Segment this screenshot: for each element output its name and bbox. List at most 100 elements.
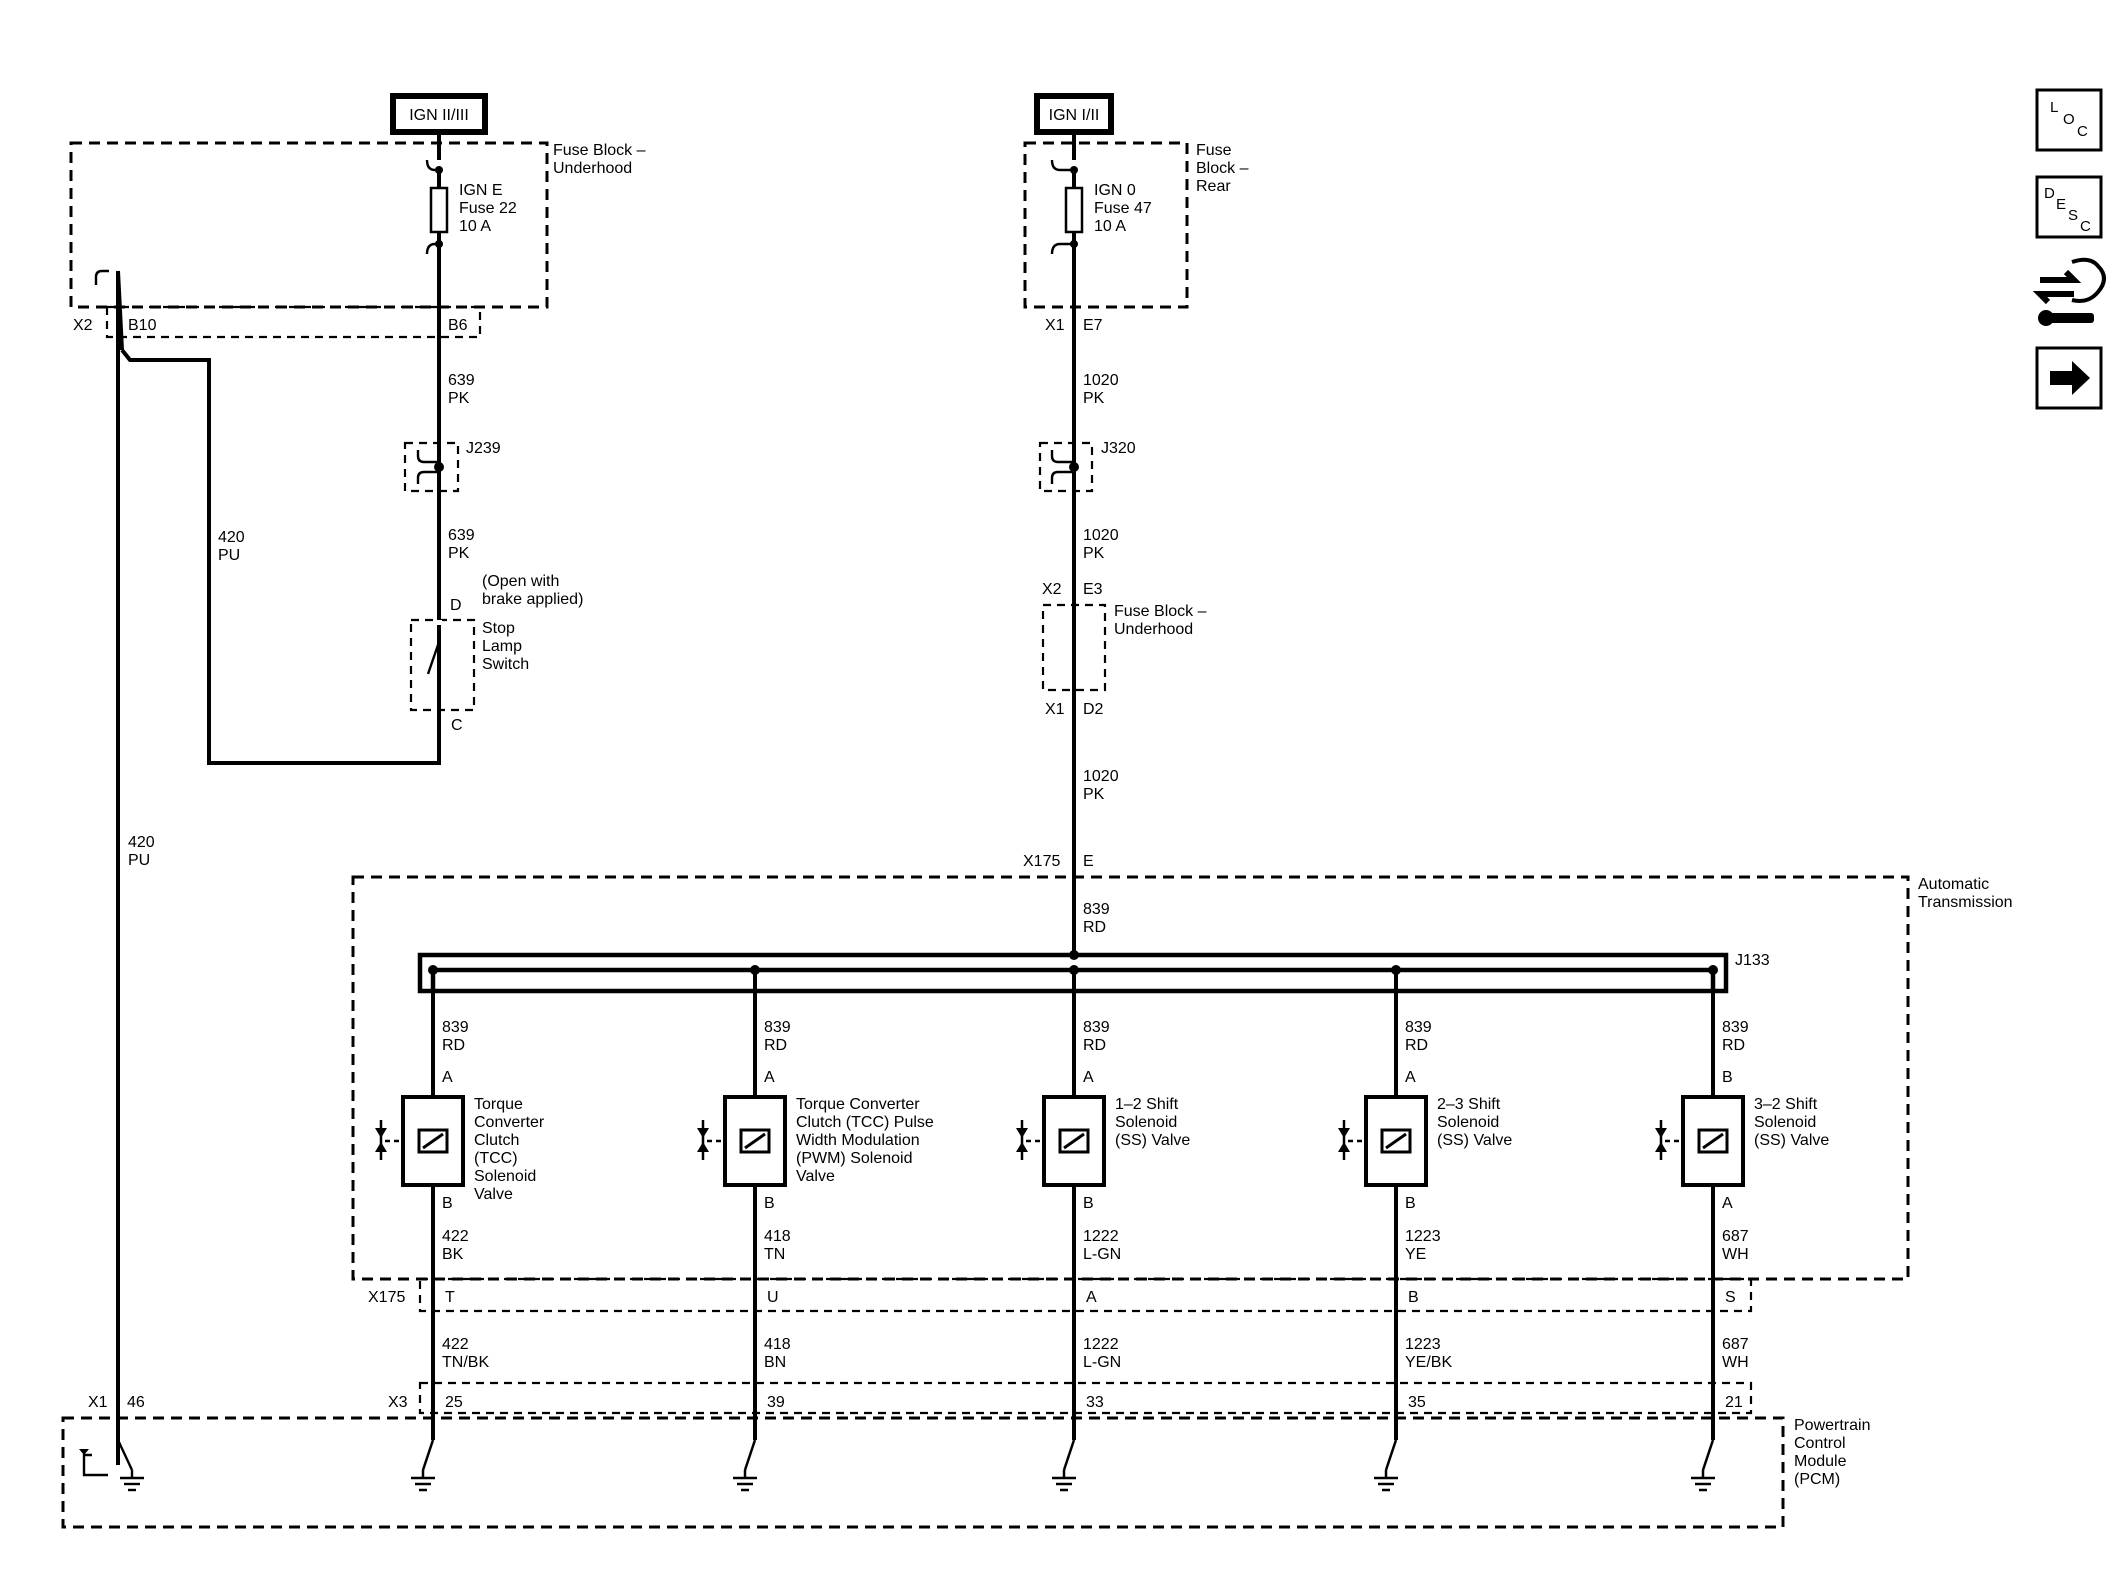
automatic-transmission-boundary [351, 875, 1910, 1281]
svg-text:C: C [2077, 123, 2088, 140]
ground-symbol [1052, 1439, 1076, 1492]
x175-pin-label: S [1725, 1289, 1736, 1306]
pcm-boundary [61, 1416, 1785, 1529]
connector-x1-pcm-label: X1 [88, 1394, 108, 1411]
splice-j320 [1038, 441, 1094, 493]
pcm-pin-label: 21 [1725, 1394, 1743, 1411]
ign-1-2-power-source: IGN I/II [1034, 93, 1114, 135]
pin-b6-label: B6 [448, 317, 468, 334]
pcm-pin-label: 25 [445, 1394, 463, 1411]
solenoid-bottom-pin: A [1722, 1195, 1733, 1212]
fuse-block-rear [1023, 141, 1189, 309]
splice-j320-label: J320 [1101, 440, 1136, 457]
fuse-47 [1050, 159, 1084, 255]
x175-pin-label: U [767, 1289, 779, 1306]
connector-repair-icon[interactable] [2032, 257, 2106, 326]
next-arrow-icon[interactable] [2035, 346, 2103, 410]
connector-x2-block [105, 305, 482, 339]
pin-46-label: 46 [127, 1394, 145, 1411]
connector-x3-label: X3 [388, 1394, 408, 1411]
x175-pin-label: A [1086, 1289, 1097, 1306]
stop-lamp-pin-d: D [450, 597, 462, 614]
pin-b10-label: B10 [128, 317, 157, 334]
svg-text:S: S [2068, 207, 2078, 224]
connector-x3 [418, 1381, 1753, 1415]
pcm-input-420 [79, 1418, 144, 1492]
stop-lamp-switch [409, 618, 476, 712]
pin-e-label: E [1083, 853, 1094, 870]
svg-text:O: O [2063, 111, 2075, 128]
solenoid-bottom-pin: B [1083, 1195, 1094, 1212]
solenoid-valve-symbol [1655, 1095, 1745, 1187]
connector-x175-top-label: X175 [1023, 853, 1060, 870]
fuse-block-terminal-left [94, 269, 109, 285]
svg-text:D: D [2044, 185, 2055, 202]
stop-lamp-pin-c: C [451, 717, 463, 734]
ground-symbol [1691, 1439, 1715, 1492]
ground-symbol [411, 1439, 435, 1492]
loc-icon[interactable]: L O C [2035, 88, 2103, 152]
pcm-pin-label: 35 [1408, 1394, 1426, 1411]
connector-x1-d2-label: X1 [1045, 701, 1065, 718]
desc-icon[interactable]: D E S C [2035, 175, 2103, 239]
connector-x175-bottom-label: X175 [368, 1289, 405, 1306]
solenoid-valve-symbol [1338, 1095, 1428, 1187]
fuse-22 [425, 159, 449, 255]
solenoid-valve-symbol [375, 1095, 465, 1187]
connector-x2-left-label: X2 [73, 317, 93, 334]
fuse-block-underhood-left [69, 141, 549, 309]
solenoid-valve-symbol [1016, 1095, 1106, 1187]
fuse-block-underhood-left-label: Fuse Block –Underhood [553, 142, 646, 177]
solenoid-top-pin: B [1722, 1069, 1733, 1086]
x175-pin-label: T [445, 1289, 455, 1306]
solenoid-top-pin: A [1083, 1069, 1094, 1086]
solenoid-bottom-pin: B [764, 1195, 775, 1212]
connector-x175-bottom [418, 1277, 1753, 1313]
svg-text:L: L [2050, 99, 2058, 116]
pin-e3-label: E3 [1083, 581, 1103, 598]
solenoid-top-pin: A [764, 1069, 775, 1086]
solenoid-top-pin: A [1405, 1069, 1416, 1086]
ground-symbol [733, 1439, 757, 1492]
fuse-block-underhood-right-label: Fuse Block –Underhood [1114, 603, 1207, 638]
solenoid-valve-symbol [697, 1095, 787, 1187]
solenoid-bottom-pin: B [442, 1195, 453, 1212]
splice-j239 [403, 441, 460, 493]
ign-2-3-power-source: IGN II/III [390, 93, 488, 135]
pin-e7-label: E7 [1083, 317, 1103, 334]
